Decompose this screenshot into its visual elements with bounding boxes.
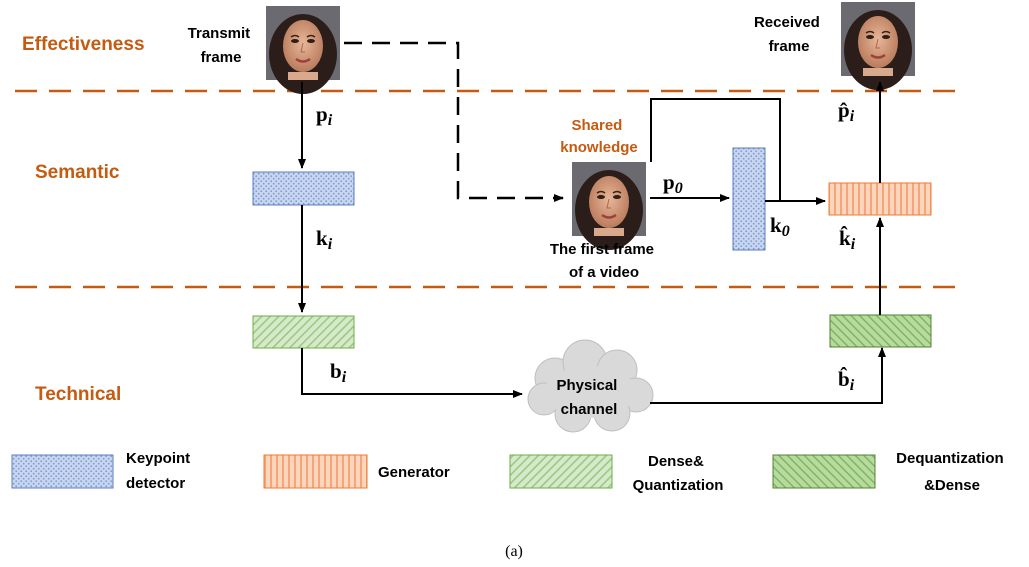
legend-label-dequant-dense: Dequantization &Dense — [896, 450, 1008, 494]
transmit-frame-photo — [264, 4, 342, 96]
figure-caption: (a) — [505, 543, 523, 560]
symbol-p-hat-i: p̂i — [838, 98, 855, 125]
layer-label-effectiveness: Effectiveness — [22, 34, 145, 55]
legend-label-generator: Generator — [378, 464, 450, 481]
cloud-icon — [527, 339, 654, 433]
channel-label: Physical channel — [556, 377, 621, 418]
symbol-k-i: ki — [316, 226, 333, 253]
layer-label-semantic: Semantic — [35, 162, 120, 183]
generator-block — [828, 182, 932, 216]
symbol-k-0: k0 — [770, 213, 790, 240]
first-frame-label: The first frame of a video — [550, 241, 658, 281]
dense-quantization-block — [252, 315, 355, 349]
arrow-first-frame-to-generator — [650, 98, 826, 205]
dequantization-dense-block — [829, 314, 932, 348]
legend-swatch-keypoint — [11, 454, 114, 489]
layer-label-technical: Technical — [35, 384, 121, 405]
symbol-b-hat-i: b̂i — [838, 366, 855, 394]
symbol-p-0: p0 — [663, 170, 683, 197]
legend-swatch-generator — [263, 454, 368, 489]
arrow-channel-to-dequant — [650, 347, 886, 404]
legend-label-dense-quant: Dense& Quantization — [633, 453, 724, 494]
legend-label-keypoint: Keypoint detector — [126, 450, 194, 492]
legend: Keypoint detector Generator Dense& Quant… — [11, 450, 1008, 494]
received-frame-photo — [839, 0, 917, 92]
keypoint-detector-block-shared — [732, 147, 766, 251]
shared-knowledge-label: Shared knowledge — [560, 117, 638, 156]
first-frame-photo — [570, 160, 648, 252]
legend-swatch-dense-quant — [509, 454, 613, 489]
keypoint-detector-block — [252, 171, 355, 206]
symbol-p-i: pi — [316, 102, 333, 129]
arrow-dense-to-channel — [301, 348, 523, 398]
legend-swatch-dequant-dense — [772, 454, 876, 489]
dashed-shared-path — [344, 41, 564, 202]
received-frame-label: Received frame — [754, 14, 824, 55]
symbol-b-i: bi — [330, 359, 347, 386]
symbol-k-hat-i: k̂i — [839, 225, 856, 253]
transmit-frame-label: Transmit frame — [188, 25, 255, 66]
